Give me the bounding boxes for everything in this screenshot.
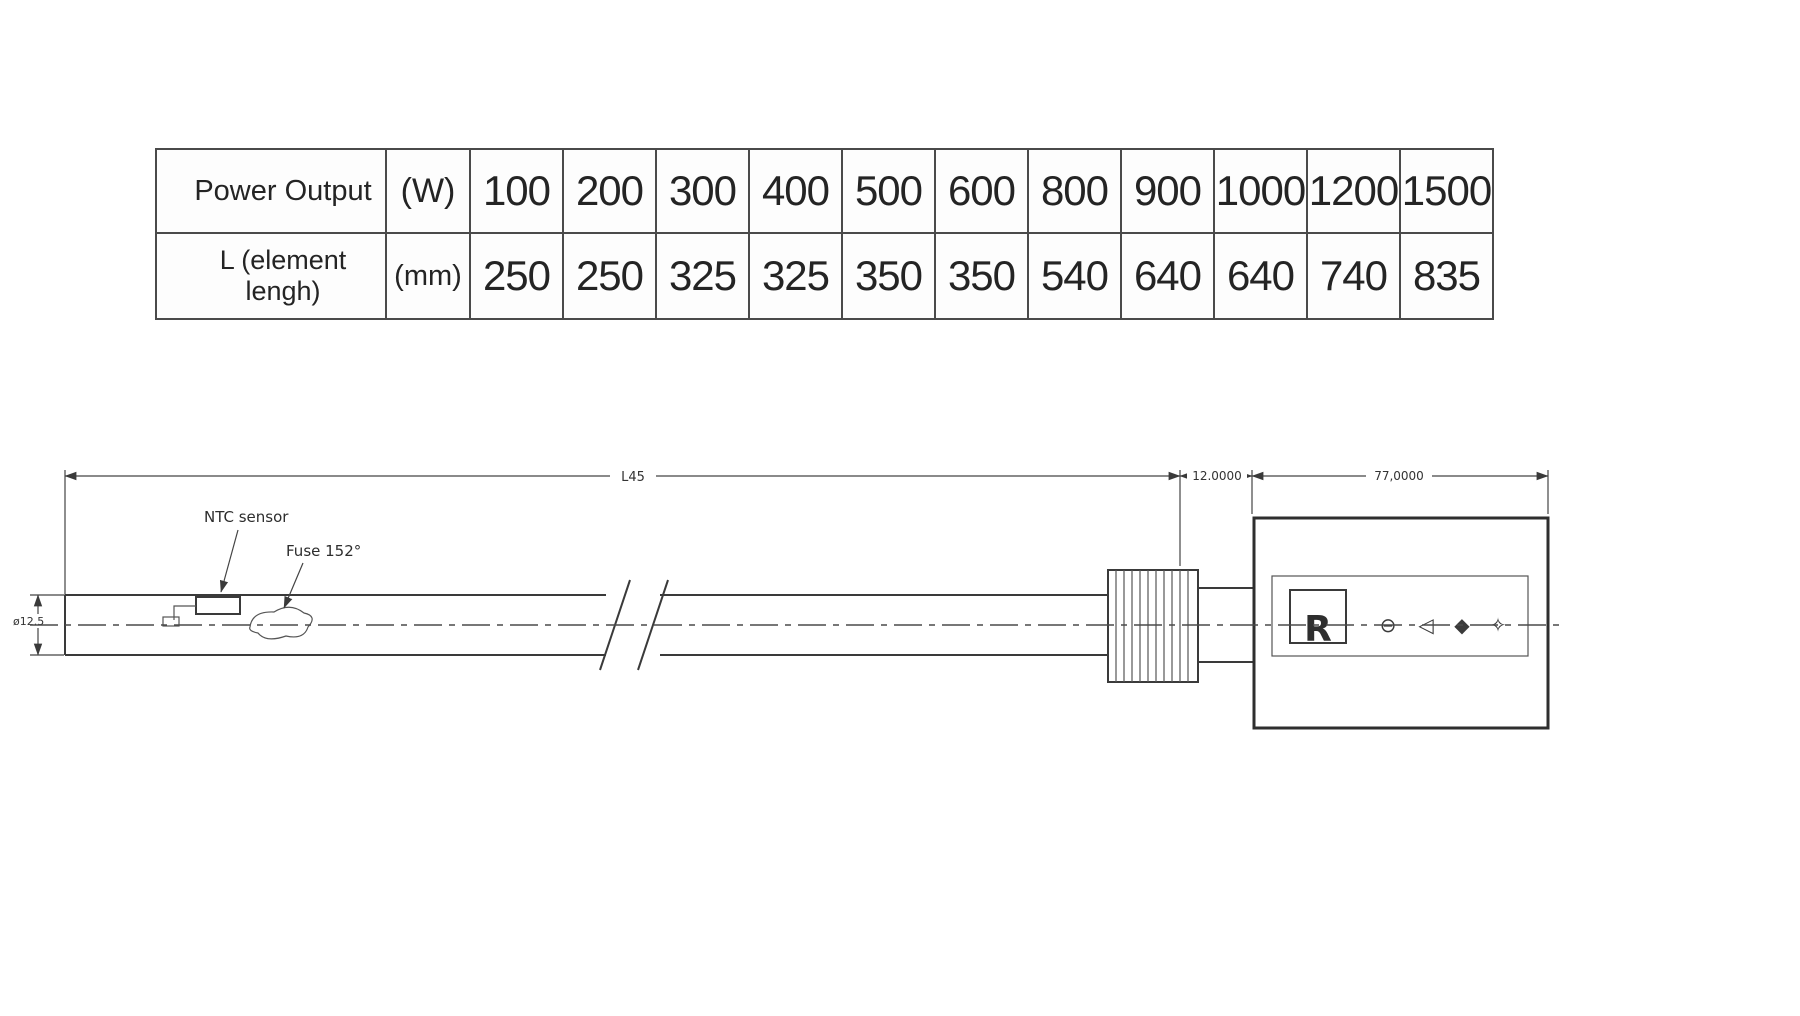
power-value-cell: 1000 [1213, 148, 1308, 234]
power-value-cell: 900 [1120, 148, 1215, 234]
power-value-cell: 100 [469, 148, 564, 234]
power-output-label: Power Output [155, 148, 387, 234]
length-value-cell: 250 [562, 232, 657, 320]
power-output-unit: (W) [385, 148, 471, 234]
spec-table: Power Output (W) 100 200 300 400 500 600… [155, 148, 1494, 320]
power-value-cell: 200 [562, 148, 657, 234]
power-output-row: Power Output (W) 100 200 300 400 500 600… [155, 148, 1494, 234]
dimension-thread-length: 12.0000 [1179, 467, 1253, 483]
ntc-sensor: NTC sensor [162, 508, 289, 627]
housing: R ⊖ ◁ ◆ ✧ [1252, 516, 1550, 730]
element-length-unit: (mm) [385, 232, 471, 320]
length-value-cell: 250 [469, 232, 564, 320]
length-value-cell: 640 [1213, 232, 1308, 320]
dimension-element-length: L45 [64, 467, 1181, 485]
dim-element-length-text: L45 [621, 470, 645, 485]
power-value-cell: 1500 [1399, 148, 1494, 234]
power-value-cell: 600 [934, 148, 1029, 234]
brand-logo-frame [1289, 589, 1347, 644]
length-value-cell: 350 [934, 232, 1029, 320]
dim-housing-length-text: 77,0000 [1374, 469, 1424, 483]
dim-diameter-text: ø12.5 [13, 615, 44, 628]
power-value-cell: 1200 [1306, 148, 1401, 234]
element-length-label: L (element lengh) [155, 232, 387, 320]
brand-logo-icon: R [1304, 609, 1332, 650]
length-value-cell: 325 [748, 232, 843, 320]
dim-thread-length-text: 12.0000 [1192, 469, 1242, 483]
power-value-cell: 400 [748, 148, 843, 234]
fuse-label: Fuse 152° [286, 542, 361, 560]
dimension-housing-length: 77,0000 [1251, 467, 1549, 483]
thermal-fuse: Fuse 152° [249, 542, 361, 640]
extension-lines [64, 470, 1549, 600]
length-value-cell: 325 [655, 232, 750, 320]
ntc-sensor-label: NTC sensor [204, 508, 289, 526]
thread-section [1107, 569, 1199, 683]
length-value-cell: 640 [1120, 232, 1215, 320]
element-tube [64, 594, 1108, 656]
power-value-cell: 800 [1027, 148, 1122, 234]
element-length-row: L (element lengh) (mm) 250 250 325 325 3… [155, 232, 1494, 320]
length-value-cell: 740 [1306, 232, 1401, 320]
length-value-cell: 540 [1027, 232, 1122, 320]
power-value-cell: 300 [655, 148, 750, 234]
power-value-cell: 500 [841, 148, 936, 234]
length-value-cell: 350 [841, 232, 936, 320]
length-value-cell: 835 [1399, 232, 1494, 320]
housing-label-plate [1271, 575, 1529, 657]
